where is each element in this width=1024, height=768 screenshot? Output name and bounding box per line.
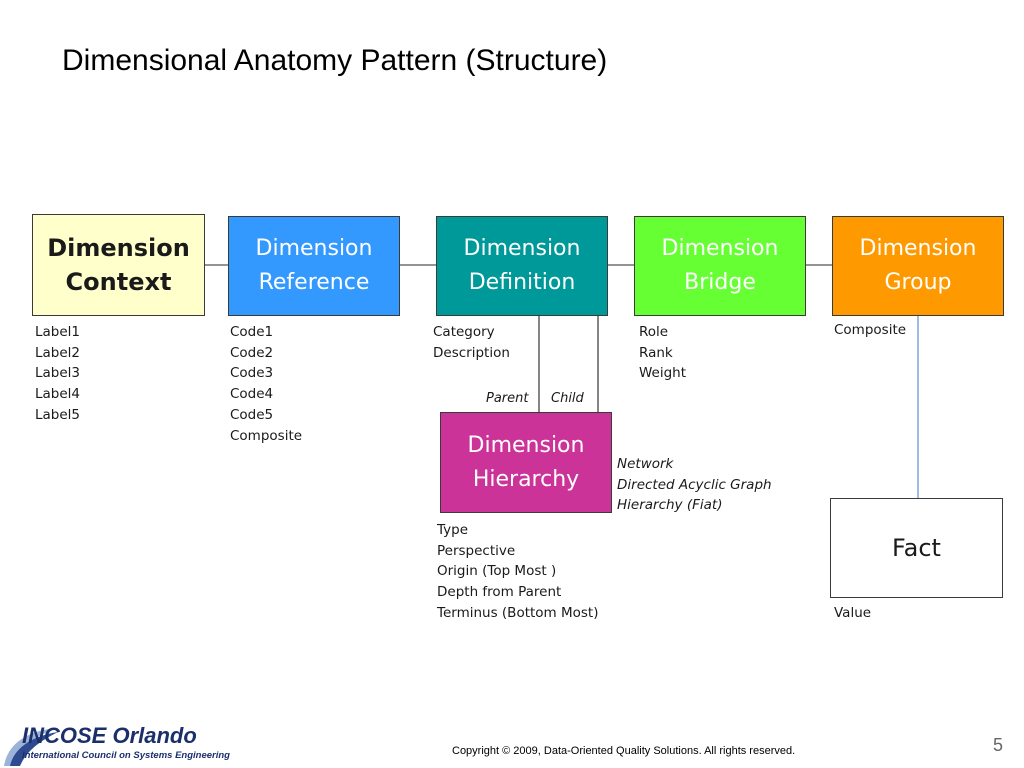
box-label-line2: Hierarchy — [472, 466, 580, 492]
attribute-item: Rank — [639, 344, 673, 361]
attribute-item: Depth from Parent — [437, 584, 562, 601]
attribute-item: Value — [834, 605, 872, 621]
attribute-item: Origin (Top Most ) — [437, 563, 557, 580]
dimension-context-box: Dimension Context — [32, 214, 205, 316]
attribute-item: Code4 — [230, 386, 274, 403]
hierarchy-type-item: Directed Acyclic Graph — [617, 476, 772, 493]
dimension-reference-box: Dimension Reference — [228, 216, 400, 316]
attribute-item: Composite — [834, 322, 907, 338]
page-number: 5 — [993, 735, 1004, 755]
hierarchy-type-item: Network — [617, 456, 674, 472]
attribute-item: Description — [433, 344, 510, 361]
logo-sub-text: International Council on Systems Enginee… — [22, 750, 230, 761]
attribute-item: Type — [437, 522, 469, 538]
box-label-line2: Context — [65, 268, 172, 296]
box-label-line1: Dimension — [859, 236, 977, 261]
box-label-line2: Definition — [468, 270, 576, 295]
attribute-item: Code5 — [230, 406, 274, 423]
box-label-line2: Reference — [258, 270, 370, 295]
logo-main-text: INCOSE Orlando — [22, 723, 197, 748]
fact-attributes: Value — [834, 603, 871, 624]
box-label-line1: Dimension — [661, 236, 779, 261]
attribute-item: Code3 — [230, 365, 274, 382]
box-label-line1: Dimension — [467, 432, 585, 458]
box-label-line1: Dimension — [463, 236, 581, 261]
hierarchy-type-item: Hierarchy (Fiat) — [617, 497, 723, 514]
copyright-text: Copyright © 2009, Data-Oriented Quality … — [452, 745, 796, 757]
incose-logo: INCOSE Orlando International Council on … — [0, 722, 240, 768]
context-attributes: Label1 Label2 Label3 Label4 Label5 — [35, 322, 80, 426]
group-attributes: Composite — [834, 320, 906, 341]
attribute-item: Composite — [230, 427, 303, 444]
dimension-bridge-box: Dimension Bridge — [634, 216, 806, 316]
box-label-line2: Group — [884, 270, 952, 295]
attribute-item: Category — [433, 324, 495, 340]
attribute-item: Label1 — [35, 324, 81, 340]
box-label-line1: Dimension — [47, 234, 190, 262]
parent-edge-label: Parent — [486, 391, 529, 406]
box-label-line1: Fact — [892, 534, 941, 562]
attribute-item: Role — [639, 324, 669, 340]
attribute-item: Code1 — [230, 324, 274, 340]
child-edge-label: Child — [551, 391, 584, 406]
reference-attributes: Code1 Code2 Code3 Code4 Code5 Composite — [230, 322, 302, 446]
attribute-item: Label5 — [35, 406, 81, 423]
slide-title: Dimensional Anatomy Pattern (Structure) — [62, 44, 608, 77]
attribute-item: Terminus (Bottom Most) — [437, 604, 599, 621]
bridge-attributes: Role Rank Weight — [639, 322, 686, 384]
attribute-item: Code2 — [230, 344, 274, 361]
box-label-line1: Dimension — [255, 236, 373, 261]
attribute-item: Label4 — [35, 386, 81, 403]
dimension-hierarchy-box: Dimension Hierarchy — [440, 412, 612, 513]
attribute-item: Label3 — [35, 365, 81, 382]
definition-attributes: Category Description — [433, 322, 510, 363]
attribute-item: Perspective — [437, 542, 516, 559]
dimension-definition-box: Dimension Definition — [436, 216, 608, 316]
hierarchy-attributes: Type Perspective Origin (Top Most ) Dept… — [437, 520, 599, 624]
fact-box: Fact — [830, 498, 1003, 598]
dimension-group-box: Dimension Group — [832, 216, 1004, 316]
hierarchy-type-list: Network Directed Acyclic Graph Hierarchy… — [617, 454, 772, 516]
attribute-item: Weight — [639, 365, 687, 382]
attribute-item: Label2 — [35, 344, 81, 361]
logo-swoosh-icon — [4, 728, 58, 766]
box-label-line2: Bridge — [684, 270, 756, 295]
